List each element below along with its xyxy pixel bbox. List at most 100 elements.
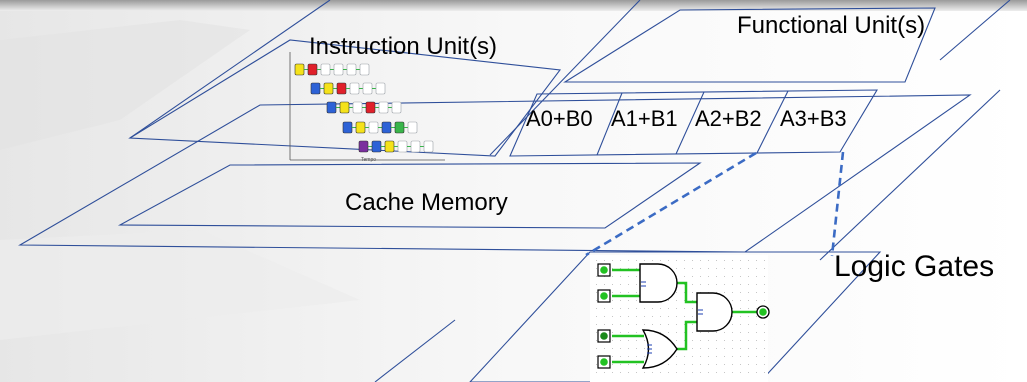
grid-dot xyxy=(692,276,693,277)
grid-dot xyxy=(636,372,637,373)
grid-dot xyxy=(644,340,645,341)
grid-dot xyxy=(604,316,605,317)
grid-dot xyxy=(748,260,749,261)
grid-dot xyxy=(684,364,685,365)
grid-dot xyxy=(692,260,693,261)
grid-dot xyxy=(612,364,613,365)
grid-dot xyxy=(636,276,637,277)
grid-dot xyxy=(724,372,725,373)
grid-dot xyxy=(756,276,757,277)
grid-dot xyxy=(740,324,741,325)
grid-dot xyxy=(708,340,709,341)
pipeline-stage-block xyxy=(349,82,360,95)
grid-dot xyxy=(748,268,749,269)
grid-dot xyxy=(740,356,741,357)
grid-dot xyxy=(724,332,725,333)
alu-divider-1 xyxy=(596,92,623,156)
grid-dot xyxy=(652,372,653,373)
grid-dot xyxy=(636,260,637,261)
logic-gates-plane xyxy=(469,251,882,382)
and-gate-2 xyxy=(696,292,733,332)
grid-dot xyxy=(732,372,733,373)
grid-dot xyxy=(716,260,717,261)
grid-dot xyxy=(740,300,741,301)
functional-unit-panel xyxy=(563,7,936,83)
grid-dot xyxy=(676,316,677,317)
grid-dot xyxy=(620,308,621,309)
grid-dot xyxy=(612,308,613,309)
grid-dot xyxy=(748,324,749,325)
pipeline-stage-block xyxy=(320,63,331,76)
grid-dot xyxy=(596,364,597,365)
grid-dot xyxy=(716,340,717,341)
grid-dot xyxy=(612,268,613,269)
grid-dot xyxy=(612,292,613,293)
wire-or-out xyxy=(677,320,697,351)
pipeline-stage-block xyxy=(294,63,305,76)
grid-dot xyxy=(748,308,749,309)
grid-dot xyxy=(604,308,605,309)
grid-dot xyxy=(604,324,605,325)
grid-dot xyxy=(692,292,693,293)
grid-dot xyxy=(628,300,629,301)
grid-dot xyxy=(596,268,597,269)
grid-dot xyxy=(636,356,637,357)
grid-dot xyxy=(684,284,685,285)
grid-dot xyxy=(764,324,765,325)
functional-unit-strip xyxy=(509,89,878,157)
grid-dot xyxy=(668,372,669,373)
grid-dot xyxy=(724,364,725,365)
grid-dot xyxy=(668,364,669,365)
grid-dot xyxy=(620,324,621,325)
grid-dot xyxy=(708,332,709,333)
pipeline-stage-block xyxy=(346,63,357,76)
grid-dot xyxy=(684,356,685,357)
grid-dot xyxy=(764,364,765,365)
grid-dot xyxy=(700,268,701,269)
grid-dot xyxy=(644,324,645,325)
grid-dot xyxy=(732,292,733,293)
grid-dot xyxy=(644,308,645,309)
grid-dot xyxy=(596,340,597,341)
grid-dot xyxy=(676,340,677,341)
pipeline-stage-block xyxy=(407,121,418,134)
grid-dot xyxy=(644,316,645,317)
grid-dot xyxy=(716,364,717,365)
grid-dot xyxy=(700,332,701,333)
grid-dot xyxy=(596,276,597,277)
grid-dot xyxy=(724,284,725,285)
alu-op-1: A1+B1 xyxy=(611,106,678,131)
grid-dot xyxy=(636,340,637,341)
grid-dot xyxy=(732,276,733,277)
pipeline-stage-block xyxy=(397,140,408,153)
grid-dot xyxy=(684,260,685,261)
grid-dot xyxy=(740,364,741,365)
pipeline-stage-block xyxy=(378,101,389,114)
pipeline-stage-block xyxy=(365,101,376,114)
grid-dot xyxy=(628,372,629,373)
grid-dot xyxy=(620,268,621,269)
grid-dot xyxy=(636,268,637,269)
grid-dot xyxy=(684,268,685,269)
grid-dot xyxy=(748,300,749,301)
grid-dot xyxy=(684,300,685,301)
grid-dot xyxy=(596,260,597,261)
grid-dot xyxy=(668,260,669,261)
connector-right xyxy=(830,151,845,257)
grid-dot xyxy=(756,372,757,373)
grid-dot xyxy=(732,308,733,309)
cache-layer-board xyxy=(17,94,972,253)
grid-dot xyxy=(732,340,733,341)
alu-divider-2 xyxy=(675,91,705,155)
grid-dot xyxy=(732,356,733,357)
grid-dot xyxy=(764,260,765,261)
output-led xyxy=(759,308,767,316)
grid-dot xyxy=(748,332,749,333)
grid-dot xyxy=(628,308,629,309)
grid-dot xyxy=(660,316,661,317)
pipeline-stage-block xyxy=(384,140,395,153)
grid-dot xyxy=(628,364,629,365)
pipeline-stage-block xyxy=(410,140,421,153)
grid-dot xyxy=(708,284,709,285)
grid-dot xyxy=(636,300,637,301)
